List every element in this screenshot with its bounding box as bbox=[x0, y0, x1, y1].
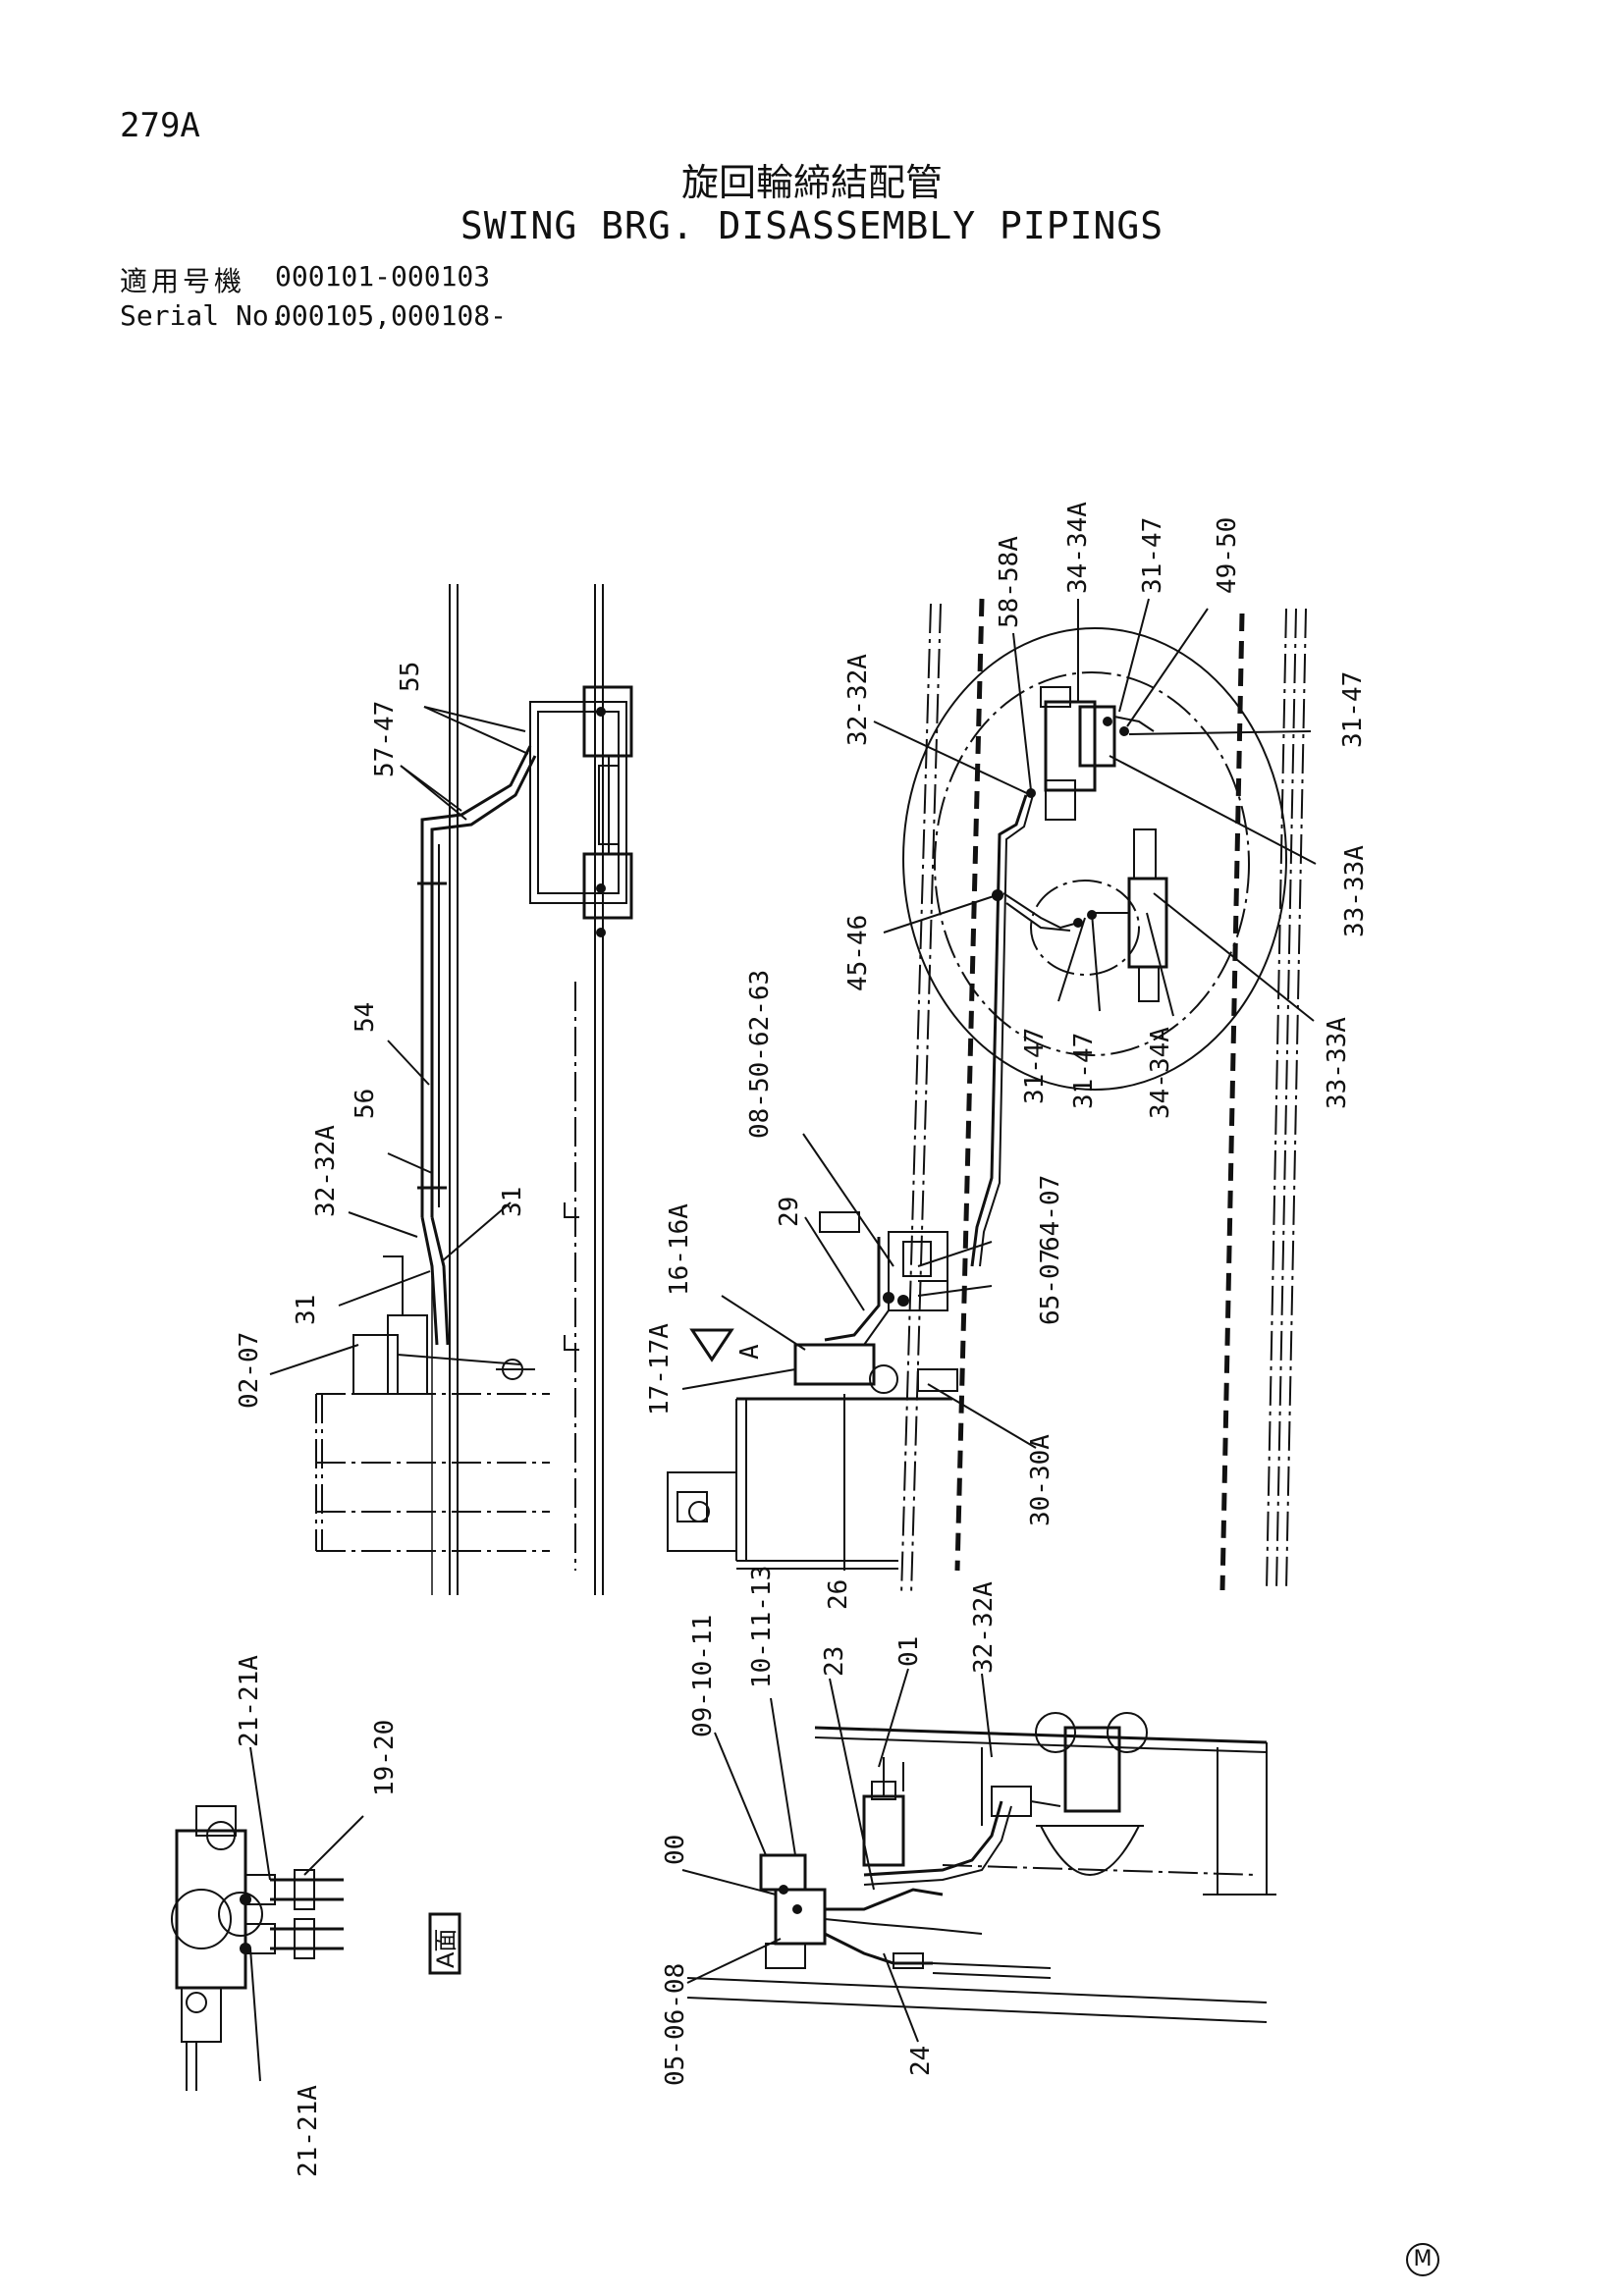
title-english: SWING BRG. DISASSEMBLY PIPINGS bbox=[460, 204, 1164, 247]
callout-08-50-62-63: 08-50-62-63 bbox=[745, 970, 775, 1139]
callout-16-16a: 16-16A bbox=[665, 1203, 694, 1296]
callout-34-34a-top: 34-34A bbox=[1063, 502, 1093, 594]
callout-01: 01 bbox=[894, 1636, 924, 1667]
corner-mark-circle-m: M bbox=[1406, 2243, 1439, 2276]
callout-55: 55 bbox=[396, 662, 425, 692]
callout-21-21a-bottom: 21-21A bbox=[294, 2085, 323, 2177]
callout-57-47: 57-47 bbox=[370, 701, 400, 777]
callout-17-17a: 17-17A bbox=[645, 1323, 675, 1415]
callout-33-33a-a: 33-33A bbox=[1340, 845, 1370, 937]
callout-23: 23 bbox=[820, 1646, 849, 1677]
title-japanese: 旋回輪締結配管 bbox=[680, 161, 943, 204]
leader-lines bbox=[249, 598, 1317, 2082]
callout-54: 54 bbox=[351, 1002, 380, 1033]
callout-05-06-08: 05-06-08 bbox=[661, 1963, 690, 2086]
serial-range-1: 000101-000103 bbox=[275, 260, 491, 293]
callout-32-32a-bottom: 32-32A bbox=[969, 1581, 999, 1674]
serial-label-japanese: 適用号機 bbox=[120, 265, 246, 297]
callout-labels: 55 57-47 54 56 32-32A 31 31 02-07 58-58A… bbox=[235, 502, 1370, 2177]
callout-26: 26 bbox=[824, 1579, 853, 1610]
callout-31-47-c: 31-47 bbox=[1069, 1033, 1099, 1109]
callout-21-21a-top: 21-21A bbox=[235, 1655, 264, 1747]
callout-31-47-right: 31-47 bbox=[1338, 671, 1368, 748]
left-frame-view bbox=[315, 584, 633, 1595]
serial-label-english: Serial No. bbox=[120, 299, 286, 332]
page-number: 279A bbox=[120, 106, 200, 145]
view-a-valve bbox=[171, 1805, 344, 2091]
callout-58-58a: 58-58A bbox=[995, 536, 1024, 628]
view-a-label: A面 bbox=[432, 1929, 460, 1968]
lower-pump-view bbox=[686, 1712, 1276, 2023]
callout-00: 00 bbox=[661, 1835, 690, 1865]
callout-45-46: 45-46 bbox=[843, 915, 873, 991]
callout-32-32a-left: 32-32A bbox=[311, 1125, 341, 1217]
right-swing-circle-view bbox=[667, 598, 1307, 1596]
callout-65-07: 65-07 bbox=[1036, 1249, 1065, 1325]
callout-19-20: 19-20 bbox=[370, 1720, 400, 1796]
callout-34-34a-bottom: 34-34A bbox=[1146, 1027, 1175, 1119]
callout-56: 56 bbox=[351, 1089, 380, 1119]
view-a-label-box: A面 bbox=[428, 1912, 461, 1975]
callout-02-07: 02-07 bbox=[235, 1332, 264, 1409]
callout-arrow-a: A bbox=[735, 1344, 765, 1360]
callout-31-b: 31 bbox=[292, 1295, 321, 1325]
callout-09-10-11: 09-10-11 bbox=[688, 1615, 718, 1737]
callout-29: 29 bbox=[775, 1197, 804, 1227]
callout-31-a: 31 bbox=[498, 1187, 527, 1217]
callout-49-50: 49-50 bbox=[1213, 517, 1242, 594]
callout-31-47-b: 31-47 bbox=[1020, 1028, 1050, 1104]
callout-10-11-13: 10-11-13 bbox=[747, 1566, 777, 1688]
serial-range-2: 000105,000108- bbox=[275, 299, 508, 332]
callout-31-47-top: 31-47 bbox=[1138, 517, 1167, 594]
callout-32-32a-mid: 32-32A bbox=[843, 654, 873, 746]
callout-64-07: 64-07 bbox=[1036, 1175, 1065, 1252]
callout-24: 24 bbox=[906, 2046, 936, 2076]
callout-30-30a: 30-30A bbox=[1026, 1434, 1056, 1526]
callout-33-33a-b: 33-33A bbox=[1323, 1017, 1352, 1109]
